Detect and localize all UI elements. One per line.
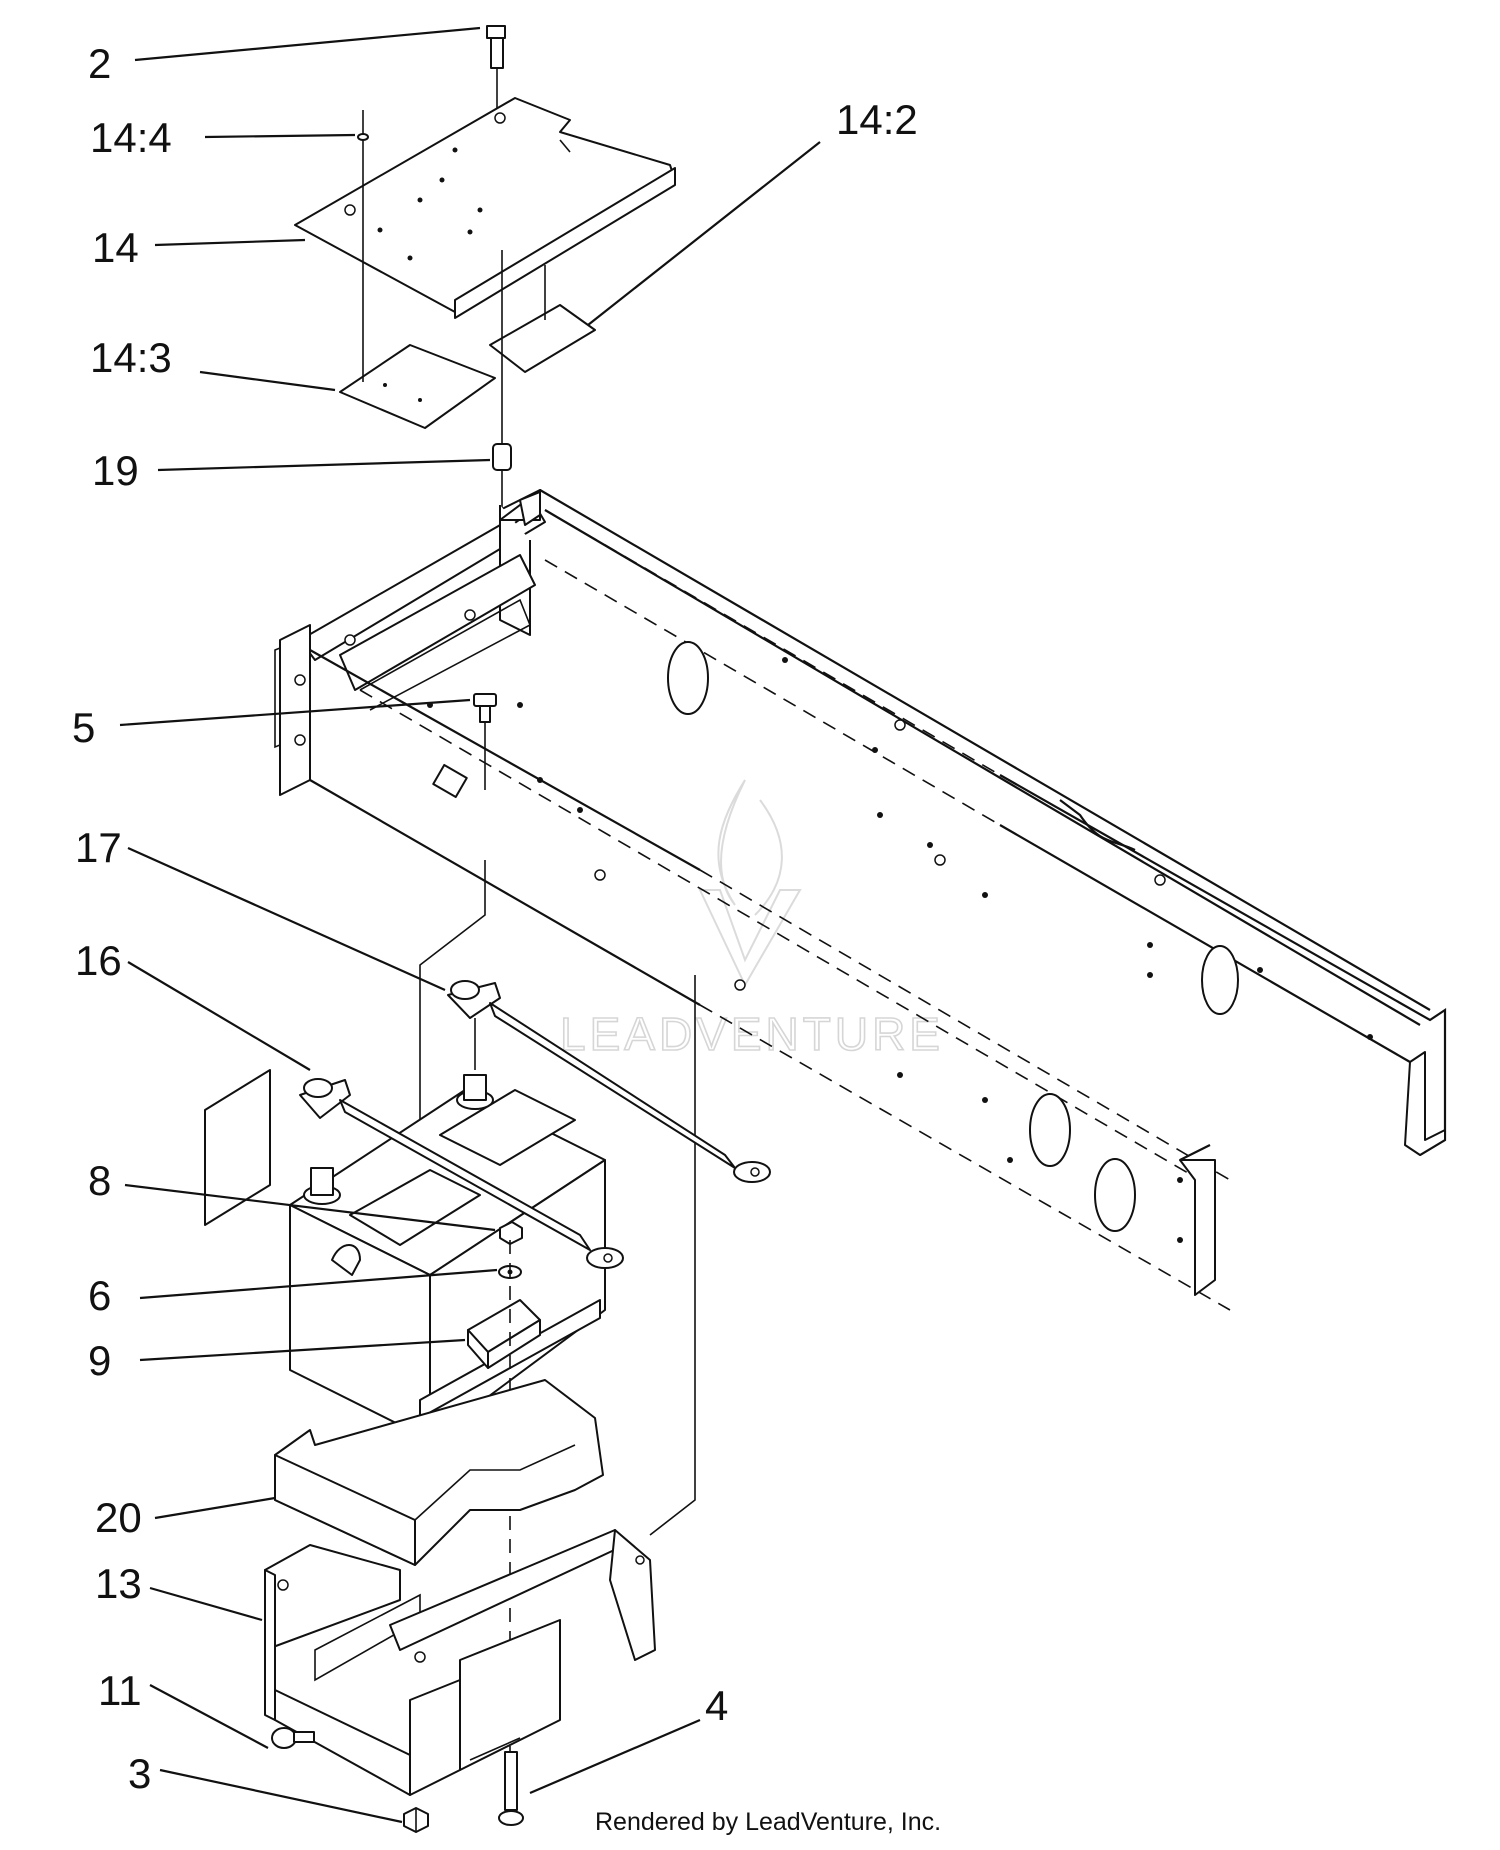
bolt-5: [473, 693, 497, 790]
callout-17: 17: [75, 824, 122, 871]
callout-3: 3: [128, 1750, 151, 1797]
cable-17: [447, 980, 771, 1183]
callout-20: 20: [95, 1494, 142, 1541]
callout-13: 13: [95, 1560, 142, 1607]
nut-3: [403, 1807, 429, 1833]
callout-14: 14: [92, 224, 139, 271]
bolt-4: [498, 1751, 524, 1826]
watermark-text: LEADVENTURE: [560, 1008, 944, 1060]
callout-9: 9: [88, 1337, 111, 1384]
hold-down-clamp-9: [467, 1299, 541, 1369]
pad-14-3: [339, 232, 496, 429]
frame: [274, 489, 1447, 1311]
callout-6: 6: [88, 1272, 111, 1319]
cable-16: [299, 1078, 624, 1269]
mount-bracket-13: [264, 1529, 656, 1796]
screw-2: [486, 25, 506, 108]
callout-14-2: 14:2: [836, 96, 918, 143]
nut-8: [499, 1221, 523, 1245]
watermark-logo: [698, 779, 802, 988]
cover-plate: [294, 97, 676, 319]
callout-14-4: 14:4: [90, 114, 172, 161]
callout-2: 2: [88, 40, 111, 87]
callout-4: 4: [705, 1682, 728, 1729]
callout-16: 16: [75, 937, 122, 984]
spacer-19: [492, 443, 512, 471]
bolt-11: [271, 1727, 315, 1749]
callout-19: 19: [92, 447, 139, 494]
render-credit: Rendered by LeadVenture, Inc.: [595, 1808, 941, 1836]
battery: [289, 1074, 606, 1441]
callout-5: 5: [72, 704, 95, 751]
rivet-14-4: [357, 110, 369, 232]
decal-14-2: [489, 265, 596, 373]
battery-tray-20: [274, 1379, 604, 1566]
leader-lines: [119, 26, 821, 1824]
callout-11: 11: [98, 1667, 142, 1714]
callout-labels: 2 14:4 14 14:3 19 14:2 5 17 16 8 6 9 20 …: [72, 40, 918, 1797]
callout-8: 8: [88, 1157, 111, 1204]
callout-14-3: 14:3: [90, 334, 172, 381]
battery-label: [204, 1069, 271, 1226]
